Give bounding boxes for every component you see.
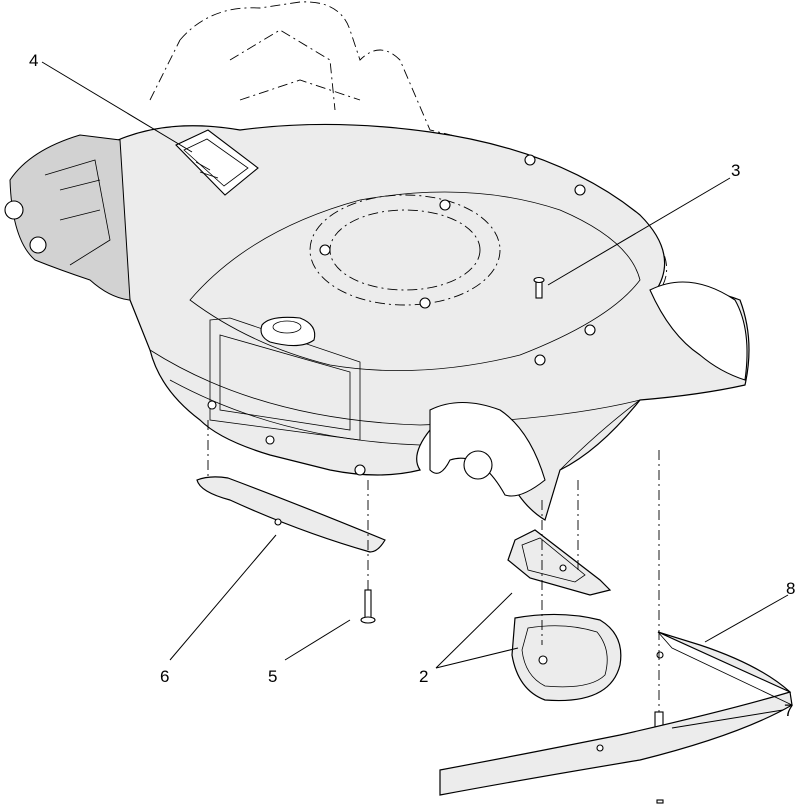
callout-4: 4 [29, 51, 38, 70]
deck-housing [4, 1, 750, 521]
flap-plate [439, 631, 793, 796]
callout-labels: 4 3 8 7 6 5 2 [29, 51, 795, 720]
callout-6: 6 [160, 667, 169, 686]
callout-3: 3 [731, 161, 740, 180]
screw-5 [360, 589, 376, 624]
bracket-lower [511, 613, 622, 702]
bracket-upper [507, 529, 612, 596]
side-baffle [196, 476, 386, 553]
screw-3 [533, 276, 545, 299]
callout-8: 8 [786, 579, 795, 598]
warning-decal [175, 129, 259, 196]
callout-2: 2 [419, 667, 428, 686]
callout-7: 7 [784, 701, 793, 720]
callout-5: 5 [268, 667, 277, 686]
alignment-lines [207, 420, 660, 712]
leader-lines [41, 61, 789, 729]
